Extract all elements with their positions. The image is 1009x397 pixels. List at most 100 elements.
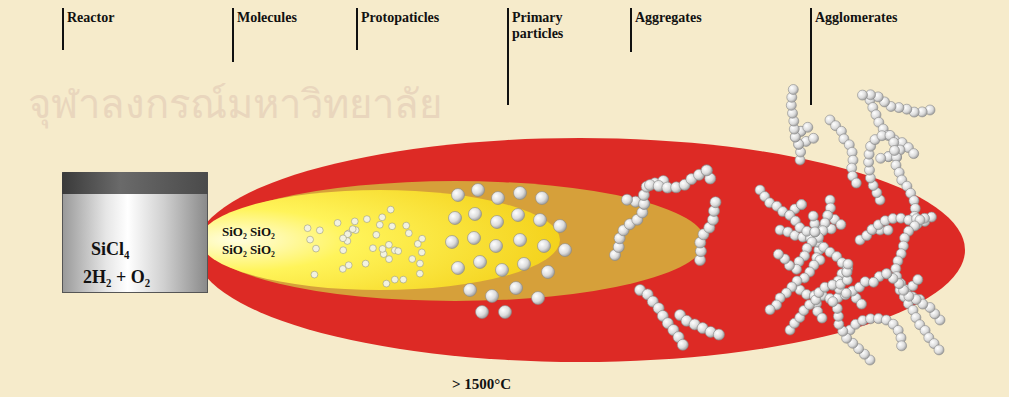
particle bbox=[379, 214, 386, 221]
stage-label: Protopaticles bbox=[361, 10, 439, 26]
particle bbox=[472, 184, 485, 197]
particle bbox=[803, 122, 813, 132]
particle bbox=[452, 262, 465, 275]
particle bbox=[464, 284, 477, 297]
particle bbox=[340, 235, 347, 242]
particle bbox=[307, 236, 314, 243]
particle bbox=[417, 260, 424, 267]
particle bbox=[828, 297, 838, 307]
particle bbox=[311, 271, 318, 278]
particle bbox=[469, 208, 482, 221]
stage-label: Molecules bbox=[237, 10, 297, 26]
particle bbox=[518, 258, 531, 271]
stage-label: Aggregates bbox=[635, 10, 702, 26]
particle bbox=[491, 216, 504, 229]
particle bbox=[386, 241, 393, 248]
particle bbox=[538, 240, 551, 253]
particle bbox=[496, 264, 509, 277]
particle bbox=[773, 249, 783, 259]
particle bbox=[405, 230, 412, 237]
particle bbox=[788, 85, 798, 95]
particle bbox=[351, 218, 358, 225]
particle bbox=[890, 146, 900, 156]
particle bbox=[409, 256, 416, 263]
particle bbox=[817, 313, 827, 323]
flame-core bbox=[200, 190, 560, 290]
particle bbox=[765, 305, 775, 315]
particle bbox=[373, 231, 380, 238]
particle bbox=[851, 178, 861, 188]
particle bbox=[882, 269, 892, 279]
particle bbox=[536, 192, 549, 205]
particle bbox=[559, 244, 572, 257]
particle bbox=[364, 216, 371, 223]
particle bbox=[486, 290, 499, 303]
particle bbox=[452, 189, 465, 202]
stage-label: Agglomerates bbox=[815, 10, 897, 26]
particle bbox=[334, 220, 341, 227]
particle bbox=[897, 341, 907, 351]
particle bbox=[349, 226, 356, 233]
temperature-label: > 1500°C bbox=[452, 376, 511, 393]
particle bbox=[876, 153, 886, 163]
particle bbox=[370, 245, 377, 252]
particle bbox=[713, 329, 724, 340]
particle bbox=[389, 223, 396, 230]
particle bbox=[677, 339, 688, 350]
particle bbox=[400, 276, 407, 283]
particle bbox=[379, 246, 386, 253]
reactor-box: SiCl₄ 2H₂ + O₂ bbox=[62, 172, 208, 293]
particle bbox=[512, 209, 525, 222]
particle bbox=[340, 247, 347, 254]
particle bbox=[446, 236, 459, 249]
particle bbox=[514, 187, 527, 200]
particle bbox=[492, 192, 505, 205]
particle bbox=[869, 277, 879, 287]
particle bbox=[701, 165, 712, 176]
particle bbox=[534, 214, 547, 227]
particle bbox=[391, 276, 398, 283]
particle bbox=[395, 248, 402, 255]
particle bbox=[499, 306, 512, 319]
particle bbox=[345, 262, 352, 269]
particle bbox=[810, 227, 820, 237]
particle bbox=[419, 235, 426, 242]
particle bbox=[449, 212, 462, 225]
watermark: จุฬาลงกรณ์มหาวิทยาลัย bbox=[28, 72, 442, 136]
particle bbox=[701, 165, 712, 176]
particle bbox=[474, 256, 487, 269]
particle bbox=[913, 275, 923, 285]
particle bbox=[313, 245, 320, 252]
particle bbox=[304, 225, 311, 232]
particle bbox=[554, 220, 567, 233]
particle bbox=[532, 292, 545, 305]
particle bbox=[710, 197, 721, 208]
particle bbox=[843, 259, 853, 269]
particle bbox=[797, 200, 807, 210]
particle bbox=[809, 133, 819, 143]
particle bbox=[934, 345, 944, 355]
particle bbox=[386, 256, 393, 263]
particle bbox=[376, 221, 383, 228]
particle bbox=[418, 249, 425, 256]
particle bbox=[490, 240, 503, 253]
particle bbox=[909, 149, 919, 159]
particle bbox=[622, 194, 633, 205]
particle bbox=[468, 232, 481, 245]
particle bbox=[542, 266, 555, 279]
particle bbox=[316, 227, 323, 234]
particle bbox=[883, 225, 893, 235]
stage-label: Reactor bbox=[67, 10, 114, 26]
reactor-cap bbox=[62, 172, 208, 194]
particle bbox=[808, 211, 818, 221]
particle bbox=[383, 280, 390, 287]
particle bbox=[797, 200, 807, 210]
particle bbox=[362, 260, 369, 267]
particle bbox=[387, 206, 394, 213]
reactor-text: SiCl₄ bbox=[91, 239, 129, 260]
flame-outer bbox=[195, 138, 965, 362]
particle bbox=[858, 90, 868, 100]
reactor-text: 2H₂ + O₂ bbox=[83, 267, 150, 288]
particle bbox=[836, 220, 846, 230]
particle bbox=[857, 299, 867, 309]
